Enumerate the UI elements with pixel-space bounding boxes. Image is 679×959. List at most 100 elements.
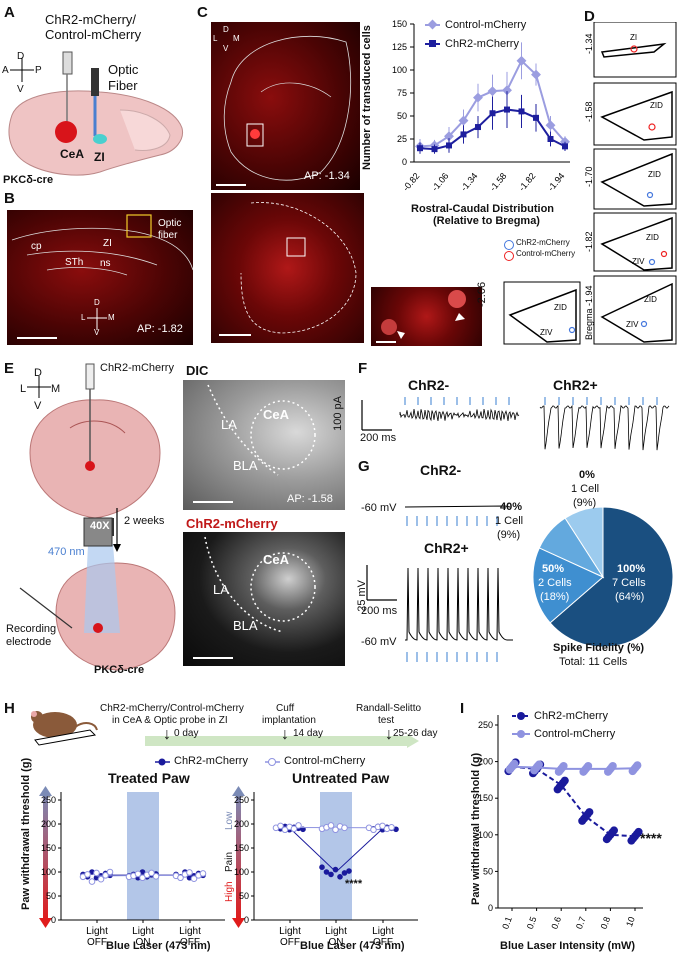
- c-legend-chr2: ChR2-mCherry: [445, 38, 519, 50]
- h-point-ctrl: [190, 875, 198, 883]
- h-xtick-label-1: Light: [86, 926, 108, 937]
- dic-ap: AP: -1.58: [287, 493, 333, 505]
- i-legend-chr2-marker: [517, 712, 525, 720]
- h-point-chr2: [323, 869, 330, 875]
- c-xtick-label: -1.94: [546, 171, 567, 193]
- pie-label-40: 40%: [500, 501, 523, 513]
- c-ytick-label: 75: [397, 88, 407, 98]
- c-xtick-label: -0.82: [401, 171, 422, 193]
- svg-text:ZI: ZI: [630, 33, 637, 42]
- compass-a-d: D: [17, 51, 25, 62]
- h-stars: ****: [345, 878, 363, 890]
- h-xtick-label-1: Light: [279, 926, 301, 937]
- mouse-icon: [31, 711, 98, 746]
- h-point-ctrl: [379, 822, 386, 830]
- h-point-ctrl: [148, 869, 155, 877]
- c-point-chr2: [562, 143, 568, 150]
- compass-b-v: V: [94, 328, 100, 337]
- compass-a-p: P: [35, 65, 42, 76]
- panel-b-optic-1: Optic: [158, 218, 182, 229]
- panel-e-dic-image: LA CeA BLA AP: -1.58: [183, 380, 345, 510]
- h-ytick-label: 0: [244, 915, 249, 925]
- c-point-chr2: [504, 106, 510, 113]
- c-legend: [425, 19, 440, 47]
- timeline-arrow: [145, 734, 419, 748]
- h-legend-ctrl: Control-mCherry: [284, 755, 366, 767]
- c-xtick-label: -1.58: [488, 171, 509, 193]
- dic-la: LA: [221, 417, 237, 432]
- h-xtick-label-2: OFF: [280, 937, 300, 948]
- compass-b-m: M: [108, 313, 115, 322]
- h-point-chr2: [328, 871, 334, 878]
- timeline-t1-day: 0 day: [174, 728, 199, 739]
- h-point-ctrl: [106, 868, 114, 876]
- c-point-ctrl: [473, 92, 483, 103]
- i-xtick-label: 0.6: [549, 915, 563, 930]
- timeline-t1-2: in CeA & Optic probe in ZI: [112, 715, 228, 726]
- h-point-ctrl: [341, 824, 348, 832]
- h-point-chr2: [341, 870, 348, 876]
- compass-c-v: V: [223, 44, 229, 53]
- c-point-chr2: [533, 114, 539, 121]
- panel-f-traces: [361, 397, 670, 451]
- h-ylabel: Paw withdrawal threshold (g): [20, 757, 32, 910]
- c-ytick-label: 50: [397, 111, 407, 121]
- h-point-chr2: [346, 868, 352, 874]
- pie-label-50: 50%: [542, 563, 565, 575]
- panel-g-neg-title: ChR2-: [420, 462, 462, 478]
- d-legend-blue-marker: [504, 240, 514, 250]
- h-point-ctrl: [199, 870, 207, 877]
- h-pain-low: Low: [224, 811, 235, 830]
- panel-g-traces: [366, 505, 513, 662]
- g-neg-trace: [404, 505, 511, 508]
- h-pain-arrow-up: [232, 786, 245, 796]
- c-ytick-label: 125: [392, 42, 407, 52]
- panel-e-dic-title: DIC: [186, 363, 209, 378]
- i-ytick-label: 100: [478, 830, 493, 840]
- h-point-ctrl: [370, 826, 377, 834]
- h-point-ctrl: [186, 869, 193, 876]
- h-point-ctrl: [88, 878, 96, 885]
- h-legend: [155, 758, 280, 766]
- h-point-chr2: [319, 864, 325, 870]
- i-legend-ctrl-marker: [517, 730, 525, 738]
- h-pain-arrow: [43, 792, 48, 920]
- i-point-ctrl: [584, 761, 593, 770]
- panel-label-a: A: [4, 4, 15, 21]
- panel-label-h: H: [4, 700, 15, 717]
- compass-c-d: D: [223, 25, 229, 34]
- panel-e-wavelength: 470 nm: [48, 546, 85, 558]
- h-point-ctrl: [281, 826, 289, 834]
- panel-label-e: E: [4, 360, 15, 377]
- h-point-ctrl: [84, 871, 91, 878]
- timeline-t2-day: 14 day: [293, 728, 324, 739]
- compass-c-m: M: [233, 34, 240, 43]
- pie-label-0: 0%: [579, 469, 595, 481]
- panel-e-fluor-title: ChR2-mCherry: [186, 516, 278, 531]
- i-point-ctrl: [559, 761, 568, 770]
- panel-e-virus: ChR2-mCherry: [100, 362, 174, 374]
- timeline-t2-arrow: ↓: [281, 726, 289, 743]
- h-untreated-xlabel: Blue Laser (473 nm): [300, 940, 405, 952]
- compass-c-l: L: [213, 34, 218, 43]
- h-point-ctrl: [97, 875, 105, 883]
- fluor-bla: BLA: [233, 618, 258, 633]
- h-xtick-label-2: ON: [136, 937, 151, 948]
- c-point-chr2: [547, 136, 554, 142]
- panel-a-mouse-brain-diagram: [8, 51, 184, 176]
- panel-d-atlas-sections: ZI -1.34 ZID -1.58 ZID -1.70 ZID ZIV -1.…: [584, 22, 677, 345]
- h-ytick-label: 200: [41, 819, 56, 829]
- panel-g-mv-2: -60 mV: [361, 636, 397, 648]
- i-ytick-label: 250: [478, 720, 493, 730]
- i-legend-ctrl: Control-mCherry: [534, 728, 616, 740]
- timeline-t1-arrow: ↓: [163, 726, 171, 743]
- panel-f-scale-y-label: 100 pA: [332, 396, 344, 431]
- c-legend-ctrl: Control-mCherry: [445, 19, 527, 31]
- panel-b-ap: AP: -1.82: [137, 323, 183, 335]
- c-xtick-label: -1.06: [430, 171, 451, 193]
- c-point-ctrl: [516, 55, 527, 66]
- c-point-chr2: [460, 131, 467, 138]
- i-ytick-label: 50: [483, 866, 493, 876]
- pie-slice: [564, 506, 604, 579]
